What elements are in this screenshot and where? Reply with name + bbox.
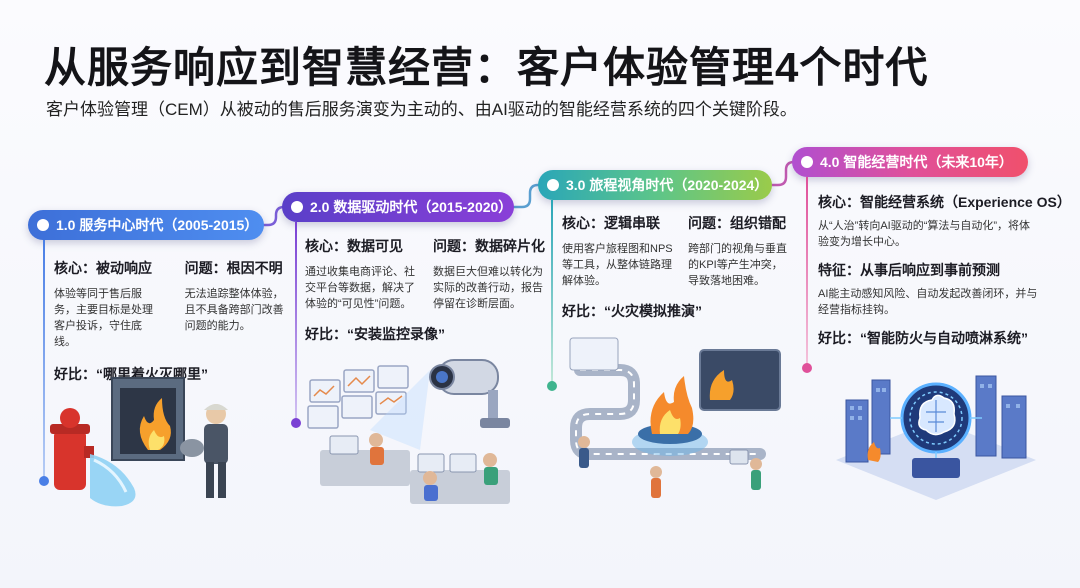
era-4-analogy: 好比：“智能防火与自动喷淋系统” (818, 330, 1028, 346)
era-3-content: 核心：逻辑串联 使用客户旅程图和NPS等工具，从整体链路理解体验。 问题：组织错… (562, 213, 792, 321)
era-4-header-label: 4.0 智能经营时代（未来10年） (820, 154, 1013, 170)
era-1-timeline-end-dot (39, 476, 49, 486)
era-2-analogy: 好比：“安装监控录像” (305, 326, 445, 342)
smart-city-ai-brain-icon (836, 375, 1036, 500)
era-4-feature-label: 特征：从事后响应到事前预测 (818, 262, 1000, 278)
fire-hydrant-fighting-fire-icon (50, 377, 228, 507)
era-3-timeline-line (551, 200, 553, 385)
era-1-core-label: 核心：被动响应 (54, 260, 152, 276)
timeline-dot-icon (37, 219, 49, 231)
era-1-header: 1.0 服务中心时代（2005-2015） (28, 210, 264, 240)
era-1-problem-label: 问题：根因不明 (184, 260, 283, 276)
page-subtitle: 客户体验管理（CEM）从被动的售后服务演变为主动的、由AI驱动的智能经营系统的四… (46, 100, 797, 119)
era-4-core-label: 核心：智能经营系统（Experience OS） (818, 194, 1071, 210)
era-4-header: 4.0 智能经营时代（未来10年） (792, 147, 1028, 177)
era-2-header-label: 2.0 数据驱动时代（2015-2020） (310, 199, 513, 215)
era-1-problem-text: 无法追踪整体体验，且不具备跨部门改善问题的能力。 (184, 288, 284, 332)
era-4-core-text: 从“人治”转向AI驱动的“算法与自动化”，将体验变为增长中心。 (818, 220, 1031, 248)
era-4-content: 核心：智能经营系统（Experience OS） 从“人治”转向AI驱动的“算法… (818, 192, 1071, 348)
era-2-content: 核心：数据可见 通过收集电商评论、社交平台等数据，解决了体验的“可见性”问题。 … (305, 236, 545, 344)
timeline-dot-icon (801, 156, 813, 168)
era-3-problem-text: 跨部门的视角与垂直的KPI等产生冲突，导致落地困难。 (688, 243, 787, 287)
era-2-timeline-end-dot (291, 418, 301, 428)
era-3-problem-label: 问题：组织错配 (688, 215, 786, 231)
era-2-problem-label: 问题：数据碎片化 (433, 238, 545, 254)
era-3-header: 3.0 旅程视角时代（2020-2024） (538, 170, 772, 200)
monitoring-room-camera-icon (307, 359, 510, 504)
era-1-header-label: 1.0 服务中心时代（2005-2015） (56, 217, 259, 233)
timeline-dot-icon (291, 201, 303, 213)
era-3-header-label: 3.0 旅程视角时代（2020-2024） (566, 177, 769, 193)
era-1-core-text: 体验等同于售后服务，主要目标是处理客户投诉，守住底线。 (54, 288, 153, 348)
era-4-timeline-line (806, 177, 808, 367)
era-2-core-label: 核心：数据可见 (305, 238, 403, 254)
era-3-core-label: 核心：逻辑串联 (562, 215, 660, 231)
era-4-feature-text: AI能主动感知风险、自动发起改善闭环，并与经营指标挂钩。 (818, 288, 1038, 316)
era-2-core-text: 通过收集电商评论、社交平台等数据，解决了体验的“可见性”问题。 (305, 266, 415, 310)
era-2-header: 2.0 数据驱动时代（2015-2020） (282, 192, 514, 222)
page-title: 从服务响应到智慧经营：客户体验管理4个时代 (44, 44, 929, 91)
era-3-analogy: 好比：“火灾模拟推演” (562, 303, 702, 319)
era-4-timeline-end-dot (802, 363, 812, 373)
era-1-content: 核心：被动响应 体验等同于售后服务，主要目标是处理客户投诉，守住底线。 问题：根… (54, 258, 284, 384)
era-1-timeline-line (43, 240, 45, 480)
timeline-dot-icon (547, 179, 559, 191)
customer-journey-fire-drill-icon (569, 337, 781, 498)
era-2-problem-text: 数据巨大但难以转化为实际的改善行动，报告停留在诊断层面。 (433, 266, 543, 310)
era-2-timeline-line (295, 222, 297, 422)
era-3-core-text: 使用客户旅程图和NPS等工具，从整体链路理解体验。 (562, 243, 673, 287)
era-3-timeline-end-dot (547, 381, 557, 391)
